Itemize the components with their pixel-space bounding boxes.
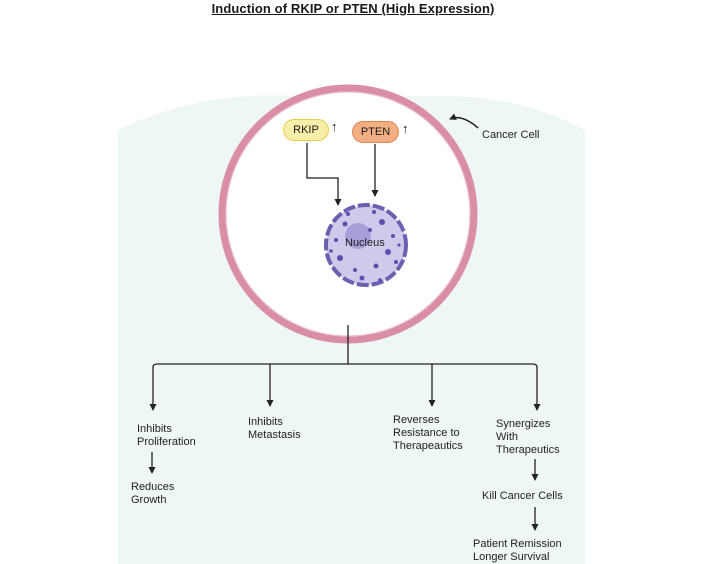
rkip-badge: RKIP [283, 119, 329, 141]
branch-bar [152, 363, 538, 368]
reverses-resistance-label: Reverses Resistance to Therapeautics [393, 414, 463, 452]
reduces-growth-label: Reduces Growth [131, 481, 175, 506]
cancer-cell-label: Cancer Cell [482, 129, 540, 141]
rkip-to-nucleus-arrow [306, 143, 342, 206]
pten-badge: PTEN [352, 121, 399, 143]
pten-up-arrow: ↑ [402, 121, 409, 136]
nucleus-label: Nucleus [345, 237, 385, 249]
inhibits-metastasis-label: Inhibits Metastasis [248, 416, 301, 441]
cancer-cell-pointer-arrow [449, 113, 479, 129]
synergizes-label: Synergizes With Therapeutics [496, 418, 560, 456]
inhibits-proliferation-label: Inhibits Proliferation [137, 423, 196, 448]
nucleus [324, 203, 408, 287]
kill-cancer-cells-label: Kill Cancer Cells [482, 490, 563, 502]
rkip-up-arrow: ↑ [331, 119, 338, 134]
patient-remission-label: Patient Remission Longer Survival [473, 538, 562, 563]
diagram-title: Induction of RKIP or PTEN (High Expressi… [211, 1, 495, 16]
